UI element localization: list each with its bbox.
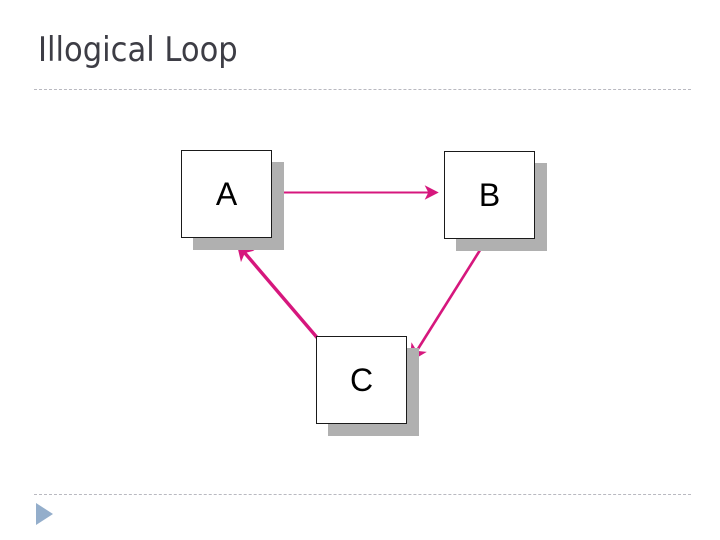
node-a-body[interactable]: A	[181, 150, 272, 238]
node-c-body[interactable]: C	[316, 336, 407, 424]
footer-divider-bottom	[34, 494, 691, 495]
node-a[interactable]: A	[181, 150, 284, 250]
edge-b-to-c	[409, 238, 489, 362]
node-c[interactable]: C	[316, 336, 419, 436]
node-a-label: A	[215, 176, 238, 212]
play-triangle-icon[interactable]	[36, 503, 53, 525]
page-title: Illogical Loop	[38, 30, 238, 70]
edge-c-to-a	[236, 243, 322, 343]
node-b[interactable]: B	[444, 151, 547, 251]
node-b-body[interactable]: B	[444, 151, 535, 239]
node-b-label: B	[478, 177, 501, 213]
title-divider-top	[34, 89, 691, 90]
node-c-label: C	[349, 362, 374, 398]
